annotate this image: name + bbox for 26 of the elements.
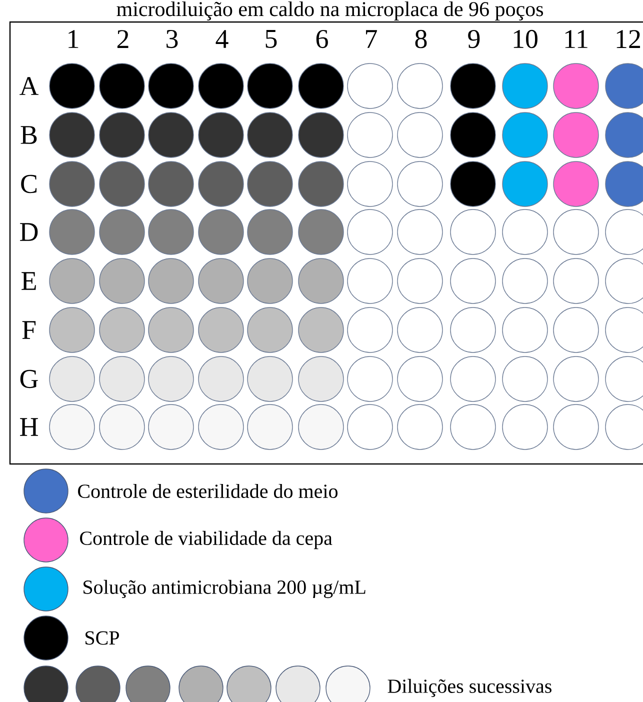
legend-text: Controle de esterilidade do meio	[78, 484, 338, 498]
column-number: 9	[468, 30, 480, 48]
column-number: 11	[565, 30, 588, 48]
column-number: 12	[616, 30, 640, 48]
row-letter: G	[20, 370, 38, 388]
legend-text: Solução antimicrobiana 200 µg/mL	[84, 580, 366, 598]
row-letter: H	[20, 418, 38, 436]
column-number: 2	[117, 30, 128, 48]
column-number: 1	[68, 30, 78, 48]
column-number: 3	[166, 30, 178, 48]
row-letter: F	[22, 321, 36, 339]
legend-text: Diluições sucessivas	[388, 678, 552, 698]
column-number: 6	[316, 30, 328, 48]
row-letter: D	[20, 223, 38, 241]
column-number: 5	[266, 30, 277, 48]
row-letter: A	[20, 77, 39, 95]
title: microdiluição em caldo na microplaca de 96 poços	[116, 1, 544, 20]
row-letter: C	[21, 174, 37, 194]
row-letter: B	[20, 126, 37, 144]
legend-text: SCP	[86, 631, 119, 645]
row-letter: E	[22, 272, 36, 290]
column-number: 7	[366, 30, 377, 48]
column-number: 10	[514, 30, 538, 48]
legend-text: Controle de viabilidade da cepa	[80, 530, 332, 550]
column-number: 4	[216, 30, 228, 48]
column-number: 8	[415, 30, 427, 48]
